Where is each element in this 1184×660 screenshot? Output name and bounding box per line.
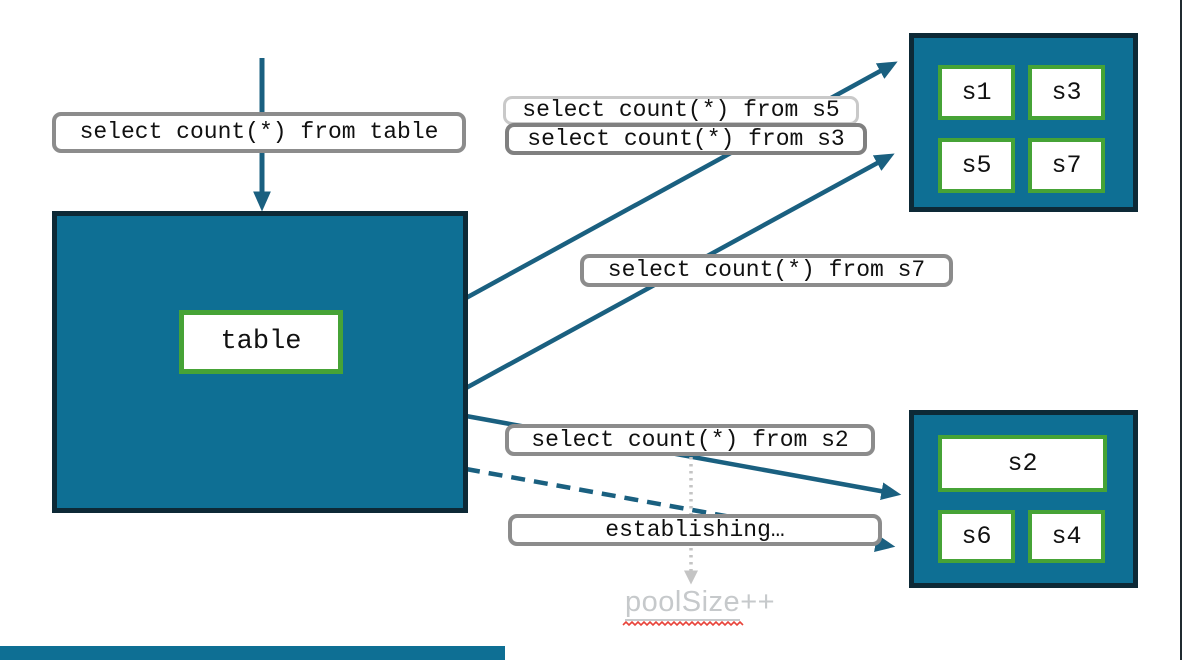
shard-tile-s7: s7	[1028, 138, 1105, 193]
query-label-s3: select count(*) from s3	[505, 123, 867, 155]
bottom-accent-bar	[0, 646, 505, 660]
table-tile: table	[179, 310, 343, 374]
query-label-s7: select count(*) from s7	[580, 254, 953, 287]
establishing-label: establishing…	[508, 514, 882, 546]
shard-tile-s2: s2	[938, 435, 1107, 492]
shard-tile-s1: s1	[938, 65, 1015, 120]
shard-tile-s5: s5	[938, 138, 1015, 193]
query-label-s2: select count(*) from s2	[505, 424, 875, 456]
shard-tile-s3: s3	[1028, 65, 1105, 120]
shard-tile-s4: s4	[1028, 510, 1105, 563]
poolsize-annotation: poolSize++	[600, 586, 800, 621]
shard-tile-s6: s6	[938, 510, 1015, 563]
query-label-s5: select count(*) from s5	[503, 96, 859, 125]
slide-right-edge-line	[1180, 0, 1182, 660]
shard-group-top: s1 s3 s5 s7	[909, 33, 1138, 212]
shard-group-bottom: s2 s6 s4	[909, 410, 1138, 588]
poolsize-suffix: ++	[740, 586, 776, 618]
poolsize-word: poolSize	[624, 586, 741, 621]
table-node: table	[52, 211, 468, 513]
query-label-table: select count(*) from table	[52, 112, 466, 153]
spellcheck-squiggle	[622, 620, 744, 627]
